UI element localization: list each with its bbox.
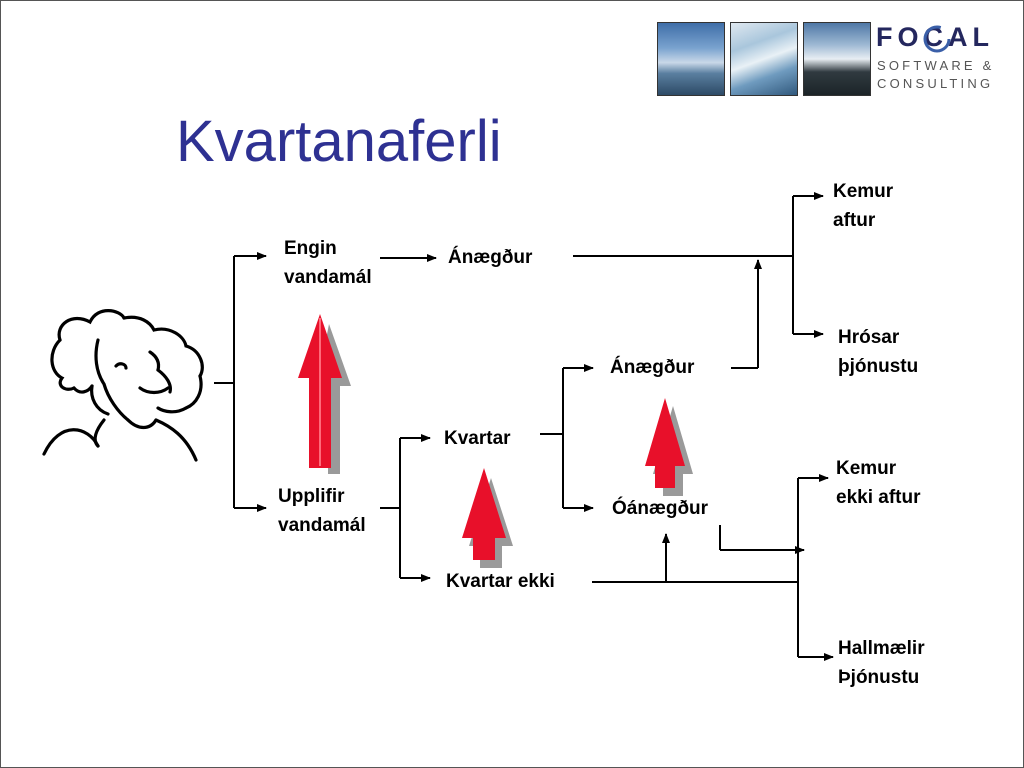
logo-line-2: CONSULTING (877, 76, 994, 91)
node-oanaegdur: Óánægður (612, 498, 709, 519)
lake-landscape-photo (803, 22, 871, 96)
glacier-ice-photo (730, 22, 798, 96)
page-title: Kvartanaferli (176, 109, 502, 174)
sky-lake-photo (657, 22, 725, 96)
node-hrosar-thjonustu: Hrósar þjónustu (838, 327, 919, 377)
node-engin-vandamal: Engin vandamál (284, 238, 372, 288)
node-kvartar: Kvartar (444, 428, 511, 449)
node-anaegdur-mid: Ánægður (610, 357, 695, 378)
red-up-arrow-3 (645, 398, 693, 496)
node-kemur-aftur: Kemur aftur (833, 181, 894, 231)
node-anaegdur-top: Ánægður (448, 247, 533, 268)
node-upplifir-vandamal: Upplifir vandamál (278, 486, 366, 536)
focal-logo-ring-icon (923, 25, 951, 53)
node-kvartar-ekki: Kvartar ekki (446, 571, 555, 592)
logo-line-1: SOFTWARE & (877, 58, 995, 73)
node-hallmaelir-thjonustu: Hallmælir Þjónustu (838, 638, 925, 688)
red-up-arrow-2 (462, 468, 513, 568)
customer-head-icon (42, 309, 204, 462)
red-up-arrow-1 (298, 314, 351, 474)
node-kemur-ekki-aftur: Kemur ekki aftur (836, 458, 921, 508)
